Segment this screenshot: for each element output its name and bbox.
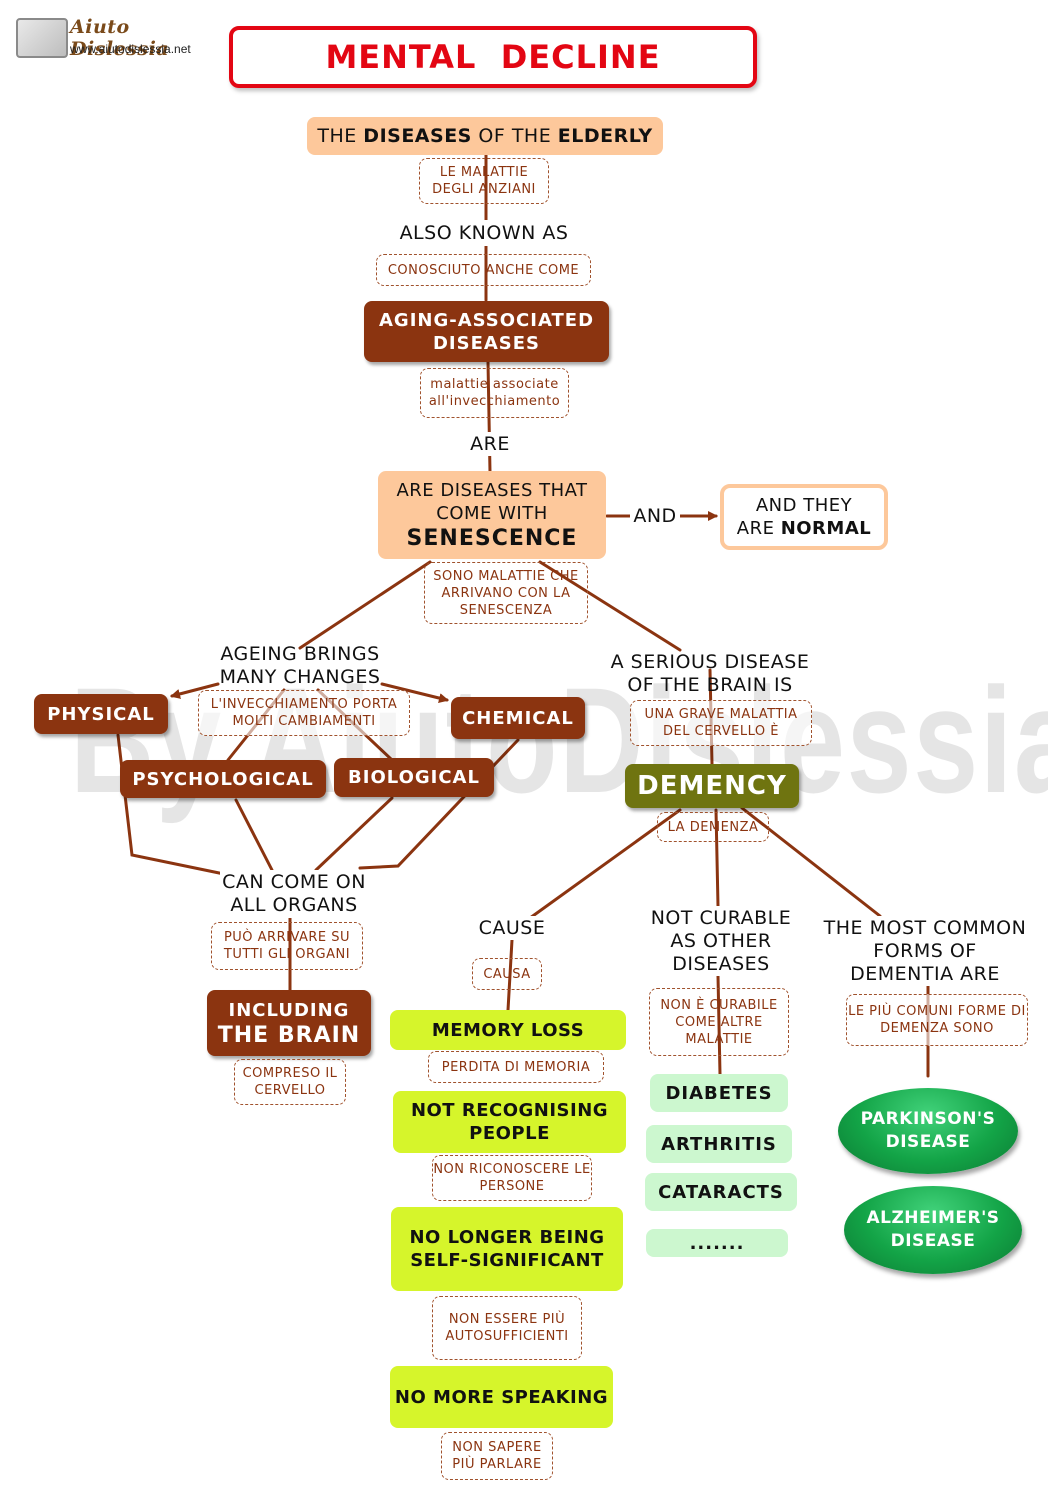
node-no-longer-self-significant: NO LONGER BEING SELF-SIGNIFICANT xyxy=(391,1207,623,1291)
node-diabetes: DIABETES xyxy=(650,1074,788,1112)
line-ageing-physical xyxy=(170,682,220,699)
link-most-common-forms: THE MOST COMMON FORMS OF DEMENTIA ARE xyxy=(822,916,1028,986)
line-ageing-chemical xyxy=(380,682,449,703)
translation-elderly: LE MALATTIE DEGLI ANZIANI xyxy=(419,158,549,204)
elderly-bold-diseases: DISEASES xyxy=(363,125,472,147)
book-icon xyxy=(16,18,68,58)
normal-text: AND THEY xyxy=(755,495,853,516)
senescence-bold: SENESCENCE xyxy=(406,525,578,551)
logo-url: www.aiutodislessia.net xyxy=(70,42,191,56)
link-not-curable: NOT CURABLE AS OTHER DISEASES xyxy=(640,906,802,976)
translation-dementia: LA DEMENZA xyxy=(657,812,769,842)
node-alzheimers-disease: ALZHEIMER'S DISEASE xyxy=(844,1186,1022,1274)
brain-bold: THE BRAIN xyxy=(217,1023,361,1048)
translation-not-recognising: NON RICONOSCERE LE PERSONE xyxy=(432,1155,592,1201)
node-biological: BIOLOGICAL xyxy=(334,758,494,797)
node-diseases-of-elderly: THE DISEASES OF THE ELDERLY xyxy=(307,117,663,155)
node-senescence: ARE DISEASES THAT COME WITH SENESCENCE xyxy=(378,471,606,559)
elderly-pre: THE xyxy=(317,125,364,147)
node-physical: PHYSICAL xyxy=(34,694,168,734)
translation-ageing-changes: L'INVECCHIAMENTO PORTA MOLTI CAMBIAMENTI xyxy=(198,690,410,736)
line-dementia-common xyxy=(740,806,882,918)
link-ageing-brings-changes: AGEING BRINGS MANY CHANGES xyxy=(219,643,381,688)
line-psychological-organs xyxy=(234,798,274,872)
node-no-more-speaking: NO MORE SPEAKING xyxy=(390,1366,613,1428)
node-chemical: CHEMICAL xyxy=(451,697,585,739)
link-also-known-as: ALSO KNOWN AS xyxy=(392,220,576,246)
link-and: AND xyxy=(630,505,680,527)
translation-most-common-forms: LE PIÙ COMUNI FORME DI DEMENZA SONO xyxy=(846,994,1028,1046)
normal-line2: ARE xyxy=(736,518,781,539)
page-title: MENTAL DECLINE xyxy=(229,26,757,88)
translation-no-longer-self: NON ESSERE PIÙ AUTOSUFFICIENTI xyxy=(432,1296,582,1360)
node-cataracts: CATARACTS xyxy=(645,1173,797,1211)
line-dementia-cause xyxy=(528,808,682,920)
logo-title: Aiuto Dislessia xyxy=(70,16,170,60)
normal-line2-wrap: ARE NORMAL xyxy=(737,517,871,540)
node-parkinsons-disease: PARKINSON'S DISEASE xyxy=(838,1088,1018,1174)
translation-senescence: SONO MALATTIE CHE ARRIVANO CON LA SENESC… xyxy=(424,562,588,624)
senescence-text: ARE DISEASES THAT COME WITH xyxy=(396,479,588,524)
translation-aging-associated: malattie associate all'invecchiamento xyxy=(420,368,569,418)
line-dementia-notcurable xyxy=(714,808,720,908)
line-biological-organs xyxy=(314,796,394,872)
translation-serious-disease: UNA GRAVE MALATTIA DEL CERVELLO È xyxy=(630,700,812,746)
node-including-the-brain: INCLUDING THE BRAIN xyxy=(207,990,371,1056)
node-dementia: DEMENCY xyxy=(625,764,799,808)
link-cause: CAUSE xyxy=(472,916,552,940)
node-ellipsis: ....... xyxy=(646,1229,788,1257)
translation-cause: CAUSA xyxy=(472,958,542,990)
node-memory-loss: MEMORY LOSS xyxy=(390,1010,626,1050)
brain-pre: INCLUDING xyxy=(228,1000,350,1021)
translation-not-curable: NON È CURABILE COME ALTRE MALATTIE xyxy=(649,988,789,1056)
line-notcurable-diabetes xyxy=(716,974,722,1076)
link-are: ARE xyxy=(462,432,518,456)
link-can-come-on-all-organs: CAN COME ON ALL ORGANS xyxy=(220,870,368,918)
translation-also-known-as: CONOSCIUTO ANCHE COME xyxy=(376,254,591,286)
line-cause-memory xyxy=(506,938,514,1012)
normal-bold: NORMAL xyxy=(780,518,872,539)
translation-memory-loss: PERDITA DI MEMORIA xyxy=(428,1051,604,1083)
translation-all-organs: PUÒ ARRIVARE SU TUTTI GLI ORGANI xyxy=(211,922,363,970)
line-senescence-ageing xyxy=(298,560,432,650)
translation-brain: COMPRESO IL CERVELLO xyxy=(234,1059,346,1105)
elderly-bold-elderly: ELDERLY xyxy=(557,125,653,147)
elderly-mid: OF THE xyxy=(471,125,558,147)
site-logo[interactable]: Aiuto Dislessia www.aiutodislessia.net xyxy=(14,14,214,62)
node-and-they-are-normal: AND THEY ARE NORMAL xyxy=(720,484,888,550)
node-psychological: PSYCHOLOGICAL xyxy=(120,760,326,798)
node-arthritis: ARTHRITIS xyxy=(646,1125,792,1163)
node-not-recognising-people: NOT RECOGNISING PEOPLE xyxy=(393,1091,626,1153)
line-senescence-serious xyxy=(538,560,682,652)
translation-no-more-speaking: NON SAPERE PIÙ PARLARE xyxy=(441,1432,553,1480)
node-aging-associated-diseases: AGING-ASSOCIATED DISEASES xyxy=(364,301,609,362)
link-serious-disease: A SERIOUS DISEASE OF THE BRAIN IS xyxy=(610,651,810,696)
